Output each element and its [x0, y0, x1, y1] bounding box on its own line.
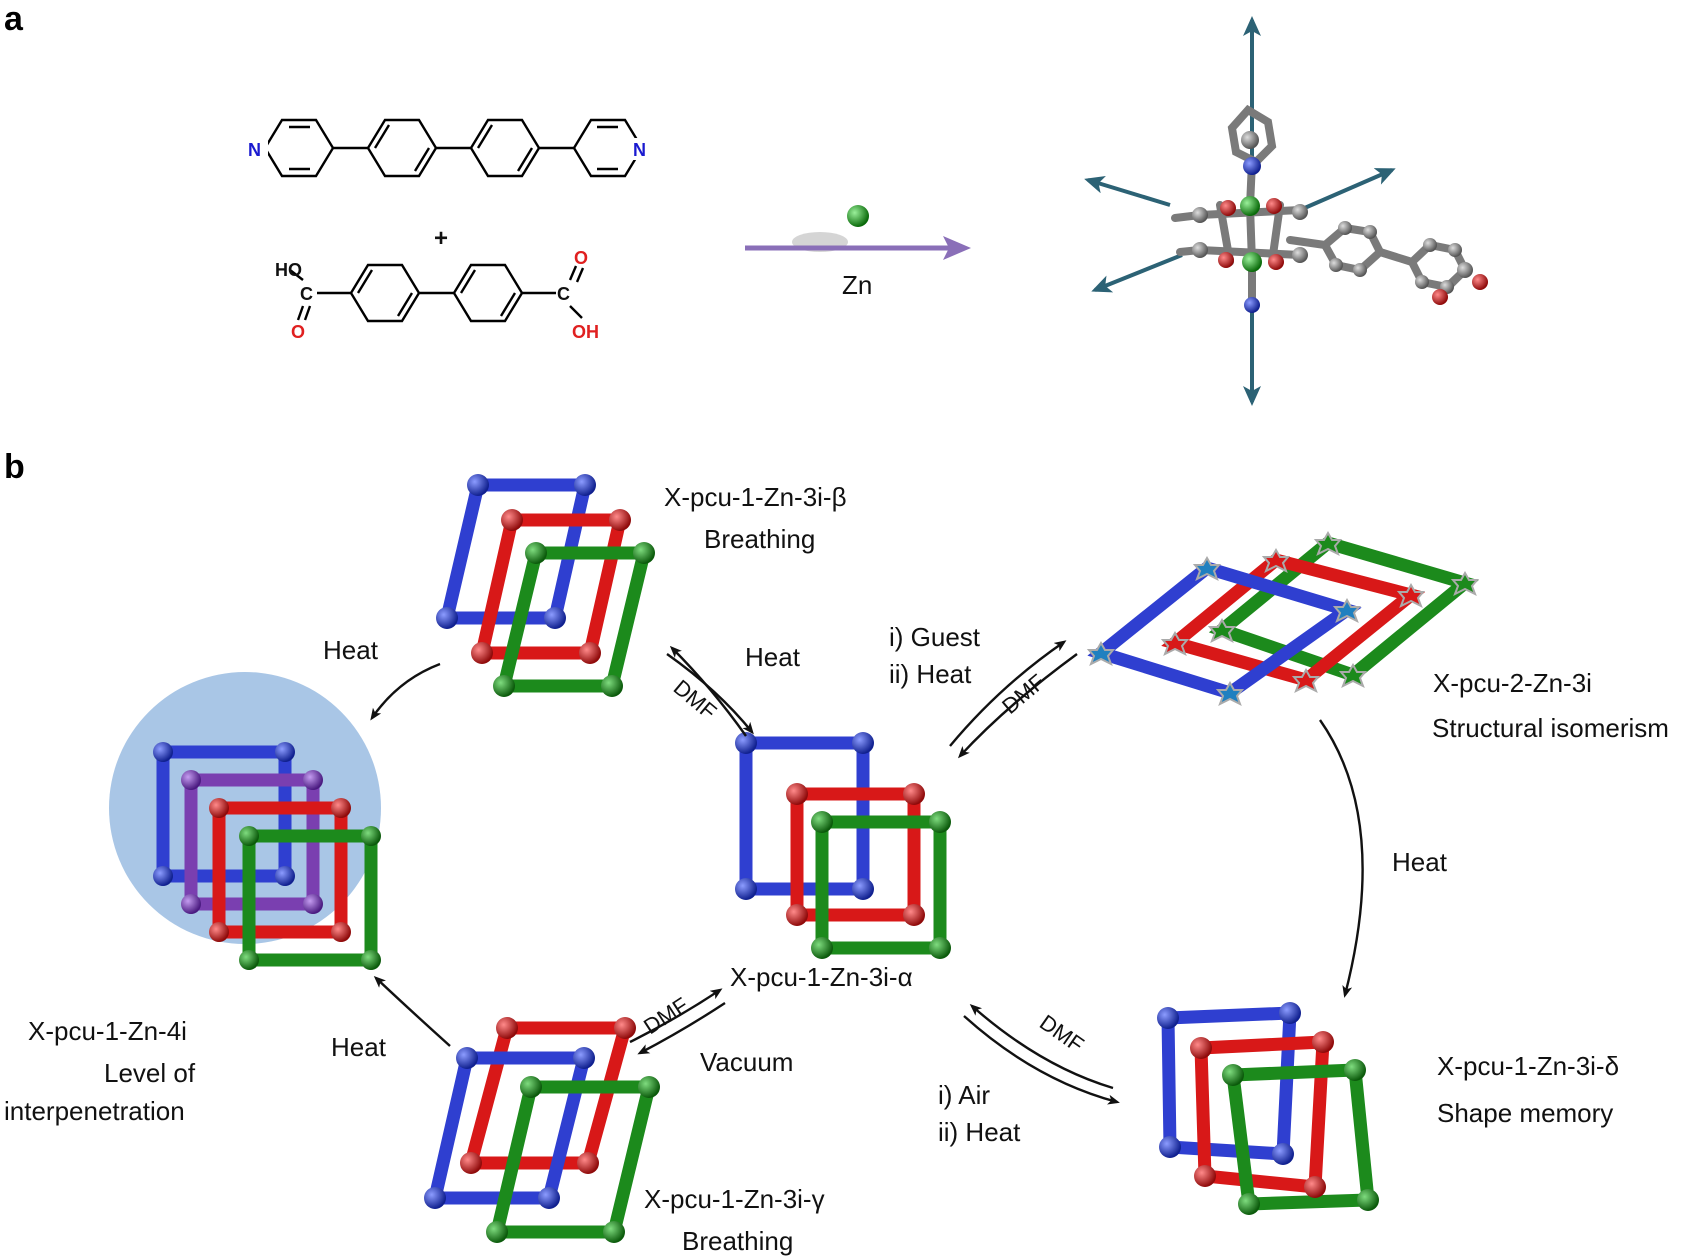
- label-guest-1: i) Guest: [889, 622, 981, 652]
- lattice-four-i: [153, 742, 381, 970]
- arrow-vacuum: [637, 1001, 726, 1055]
- label-isomer-desc: Structural isomerism: [1432, 713, 1669, 743]
- label-beta-desc: Breathing: [704, 524, 815, 554]
- arrow-heat-gamma-to-four-i: [373, 975, 451, 1047]
- atom-n-left: N: [248, 140, 261, 160]
- paddlewheel-node: [1084, 16, 1488, 406]
- label-beta-name: X-pcu-1-Zn-3i-β: [664, 482, 847, 512]
- arrow-dmf-isomer: [957, 653, 1078, 759]
- label-air-2: ii) Heat: [938, 1117, 1021, 1147]
- arrow-dmf-gamma: [629, 988, 723, 1044]
- lattice-gamma: [424, 1017, 660, 1243]
- label-air-1: i) Air: [938, 1080, 990, 1110]
- lattice-beta: [436, 474, 655, 697]
- label-four-i-name: X-pcu-1-Zn-4i: [28, 1016, 187, 1046]
- lattice-alpha: [735, 732, 951, 959]
- label-vacuum: Vacuum: [700, 1047, 793, 1077]
- arrow-dmf-beta-to-alpha: [666, 653, 754, 735]
- label-dmf-delta: DMF: [1035, 1010, 1088, 1058]
- lattice-isomer: [1086, 530, 1480, 707]
- arrow-heat-alpha-to-beta: [669, 645, 747, 737]
- atom-oh-right: OH: [572, 322, 599, 342]
- label-four-i-desc1: Level of: [104, 1058, 196, 1088]
- arrow-heat-isomer-to-delta: [1319, 719, 1364, 998]
- label-heat-alpha-to-beta: Heat: [745, 642, 801, 672]
- label-delta-desc: Shape memory: [1437, 1098, 1613, 1128]
- zn-label: Zn: [842, 270, 872, 300]
- atom-o-left: O: [291, 322, 305, 342]
- panel-label-b: b: [4, 448, 25, 486]
- plus-sign: +: [434, 225, 448, 252]
- atom-ho-left: HO: [275, 260, 302, 280]
- panel-label-a: a: [4, 0, 24, 38]
- arrow-air-heat: [963, 1015, 1120, 1105]
- label-gamma-desc: Breathing: [682, 1226, 793, 1256]
- label-four-i-desc2: interpenetration: [4, 1096, 185, 1126]
- atom-c-left: C: [300, 284, 313, 304]
- label-gamma-name: X-pcu-1-Zn-3i-γ: [644, 1184, 825, 1214]
- zn-reaction-arrow: Zn: [745, 205, 971, 300]
- zn-atom-icon: [847, 205, 869, 227]
- arrow-guest-heat: [949, 640, 1067, 747]
- atom-o-right: O: [574, 248, 588, 268]
- label-isomer-name: X-pcu-2-Zn-3i: [1433, 668, 1592, 698]
- biphenyl-dicarboxylic-acid: HO C O O C OH: [275, 248, 599, 342]
- label-delta-name: X-pcu-1-Zn-3i-δ: [1437, 1051, 1619, 1081]
- lattice-delta: [1157, 1002, 1379, 1215]
- label-dmf-beta-to-alpha: DMF: [669, 675, 722, 725]
- label-heat-gamma-to-four-i: Heat: [331, 1032, 387, 1062]
- label-guest-2: ii) Heat: [889, 659, 972, 689]
- bipyridyl-ligand: N N: [246, 118, 653, 178]
- label-heat-beta-to-four-i: Heat: [323, 635, 379, 665]
- label-alpha-name: X-pcu-1-Zn-3i-α: [730, 962, 913, 992]
- label-heat-isomer-to-delta: Heat: [1392, 847, 1448, 877]
- atom-n-right: N: [633, 140, 646, 160]
- label-dmf-gamma: DMF: [639, 992, 693, 1039]
- reaction-arrows: [370, 640, 1364, 1105]
- arrow-heat-beta-to-four-i: [370, 662, 441, 721]
- atom-c-right: C: [557, 284, 570, 304]
- arrow-dmf-delta: [969, 1004, 1114, 1090]
